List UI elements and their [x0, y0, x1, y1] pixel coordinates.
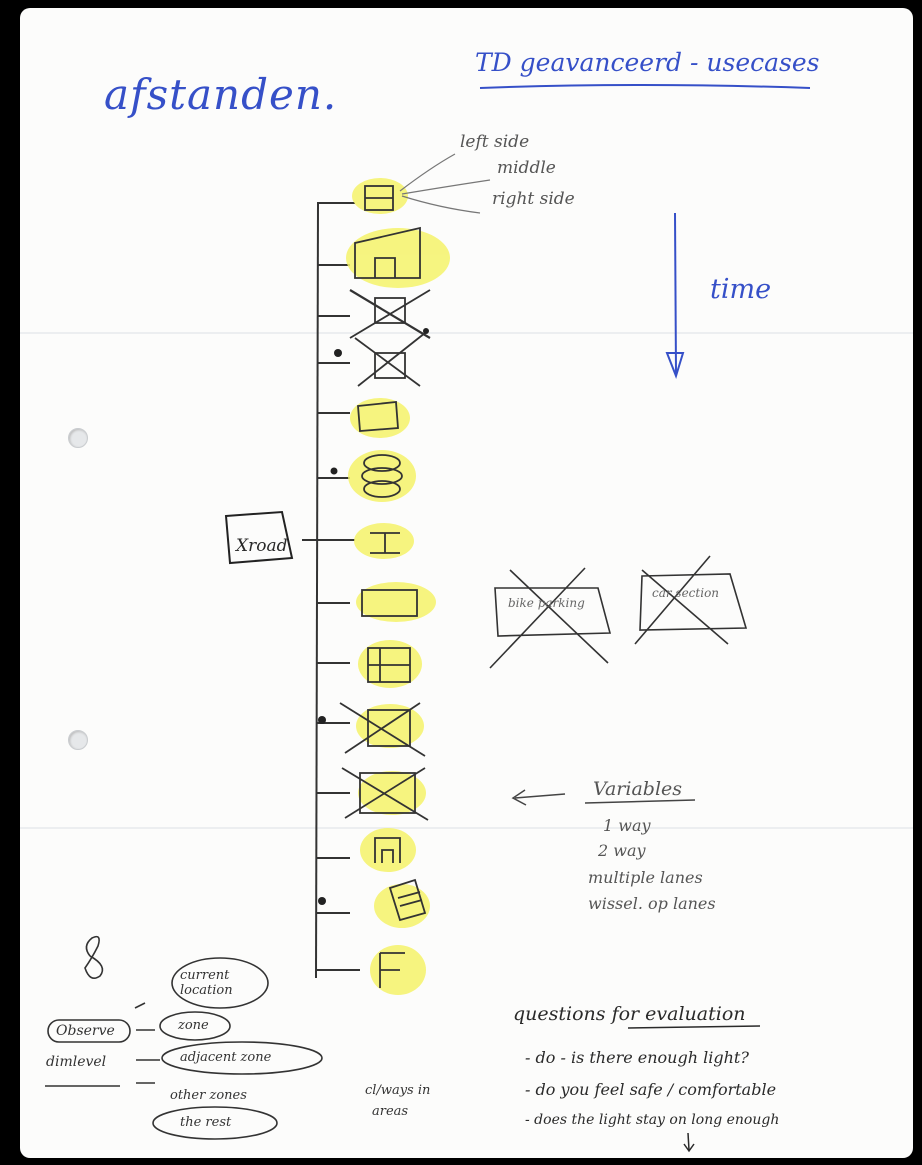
variable-item: 1 way — [603, 816, 651, 835]
timeline-ticks — [302, 203, 360, 970]
legend-item: current location — [180, 968, 260, 998]
variables-heading: Variables — [593, 778, 682, 800]
title-underline — [480, 85, 810, 88]
legend-detail: dimlevel — [46, 1054, 106, 1070]
page-title: afstanden. — [104, 70, 337, 119]
variable-item: wissel. op lanes — [588, 894, 716, 913]
evaluation-question: - does the light stay on long enough — [525, 1112, 779, 1128]
side-note-line: cl/ways in — [365, 1083, 430, 1098]
evaluation-heading: questions for evaluation — [513, 1003, 746, 1025]
legend-item: other zones — [170, 1088, 247, 1103]
crossroad-label: Xroad — [236, 536, 287, 556]
crossed-box-label-car: car section — [652, 586, 732, 600]
timeline-spine — [316, 203, 318, 978]
time-label: time — [710, 274, 771, 305]
evaluation-question: - do - is there enough light? — [525, 1048, 749, 1067]
variable-item: multiple lanes — [588, 868, 703, 887]
legend-item: the rest — [180, 1115, 231, 1130]
position-label-middle: middle — [497, 158, 556, 178]
side-note-line: areas — [372, 1104, 408, 1119]
variable-item: 2 way — [598, 841, 646, 860]
position-label-right: right side — [492, 189, 575, 209]
legend-observe: Observe — [56, 1023, 115, 1039]
time-arrow — [667, 213, 683, 376]
legend-item: adjacent zone — [180, 1050, 271, 1065]
highlighter-marks — [346, 178, 450, 995]
sketch-drawing — [20, 8, 913, 1158]
legend-item: zone — [178, 1018, 209, 1033]
notebook-page: afstanden. TD geavanceerd - usecases lef… — [20, 8, 913, 1158]
project-title: TD geavanceerd - usecases — [475, 48, 819, 77]
position-label-left: left side — [460, 132, 529, 152]
position-pointers — [400, 154, 490, 213]
crossed-box-label-bike: bike parking — [508, 596, 588, 610]
crossed-boxes — [490, 556, 746, 668]
evaluation-question: - do you feel safe / comfortable — [525, 1080, 776, 1099]
